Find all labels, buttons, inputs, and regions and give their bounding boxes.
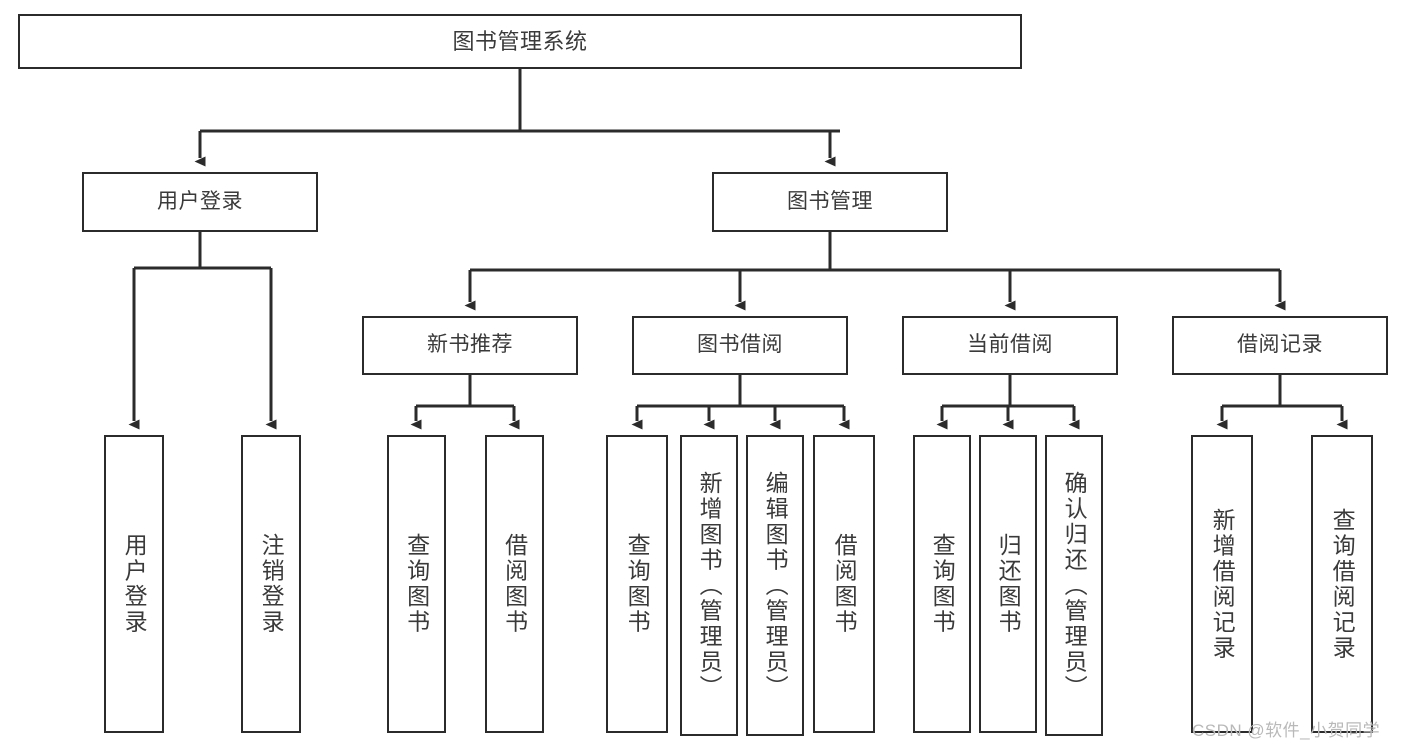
node-leaf-confirm-return-admin[interactable]: 确认归还（管理员） (1045, 435, 1103, 736)
node-label: 编辑图书（管理员） (762, 470, 789, 701)
node-label: 图书借阅 (697, 333, 783, 357)
node-leaf-user-login[interactable]: 用户登录 (104, 435, 164, 733)
node-leaf-query-book-current[interactable]: 查询图书 (913, 435, 971, 733)
node-label: 新增借阅记录 (1209, 507, 1236, 661)
node-label: 查询借阅记录 (1329, 507, 1356, 661)
node-label: 用户登录 (157, 189, 243, 213)
node-leaf-query-borrow-record[interactable]: 查询借阅记录 (1311, 435, 1373, 733)
node-leaf-borrow-book[interactable]: 借阅图书 (813, 435, 875, 733)
node-new-book-recommendation[interactable]: 新书推荐 (362, 316, 578, 375)
node-label: 注销登录 (258, 533, 285, 635)
node-label: 确认归还（管理员） (1061, 470, 1088, 701)
node-leaf-return-book[interactable]: 归还图书 (979, 435, 1037, 733)
node-leaf-query-book-borrow[interactable]: 查询图书 (606, 435, 668, 733)
node-current-borrowing[interactable]: 当前借阅 (902, 316, 1118, 375)
node-label: 借阅图书 (831, 533, 858, 635)
csdn-watermark: CSDN @软件_小贺同学 (1192, 721, 1381, 740)
node-label: 借阅记录 (1237, 333, 1323, 357)
node-label: 图书管理 (787, 189, 873, 213)
node-book-borrowing[interactable]: 图书借阅 (632, 316, 848, 375)
node-label: 借阅图书 (501, 533, 528, 635)
node-label: 当前借阅 (967, 333, 1053, 357)
node-label: 新书推荐 (427, 333, 513, 357)
node-borrowing-records[interactable]: 借阅记录 (1172, 316, 1388, 375)
node-label: 新增图书（管理员） (696, 470, 723, 701)
node-leaf-add-borrow-record[interactable]: 新增借阅记录 (1191, 435, 1253, 733)
node-label: 查询图书 (929, 533, 956, 635)
node-user-login[interactable]: 用户登录 (82, 172, 318, 232)
node-leaf-add-book-admin[interactable]: 新增图书（管理员） (680, 435, 738, 736)
node-book-management[interactable]: 图书管理 (712, 172, 948, 232)
node-label: 归还图书 (995, 533, 1022, 635)
node-leaf-borrow-book-new[interactable]: 借阅图书 (485, 435, 544, 733)
node-leaf-query-book-new[interactable]: 查询图书 (387, 435, 446, 733)
node-label: 查询图书 (624, 533, 651, 635)
node-label: 查询图书 (403, 533, 430, 635)
node-label: 图书管理系统 (452, 28, 588, 54)
node-leaf-logout[interactable]: 注销登录 (241, 435, 301, 733)
node-label: 用户登录 (121, 533, 148, 635)
node-root-book-management-system[interactable]: 图书管理系统 (18, 14, 1022, 69)
node-leaf-edit-book-admin[interactable]: 编辑图书（管理员） (746, 435, 804, 736)
